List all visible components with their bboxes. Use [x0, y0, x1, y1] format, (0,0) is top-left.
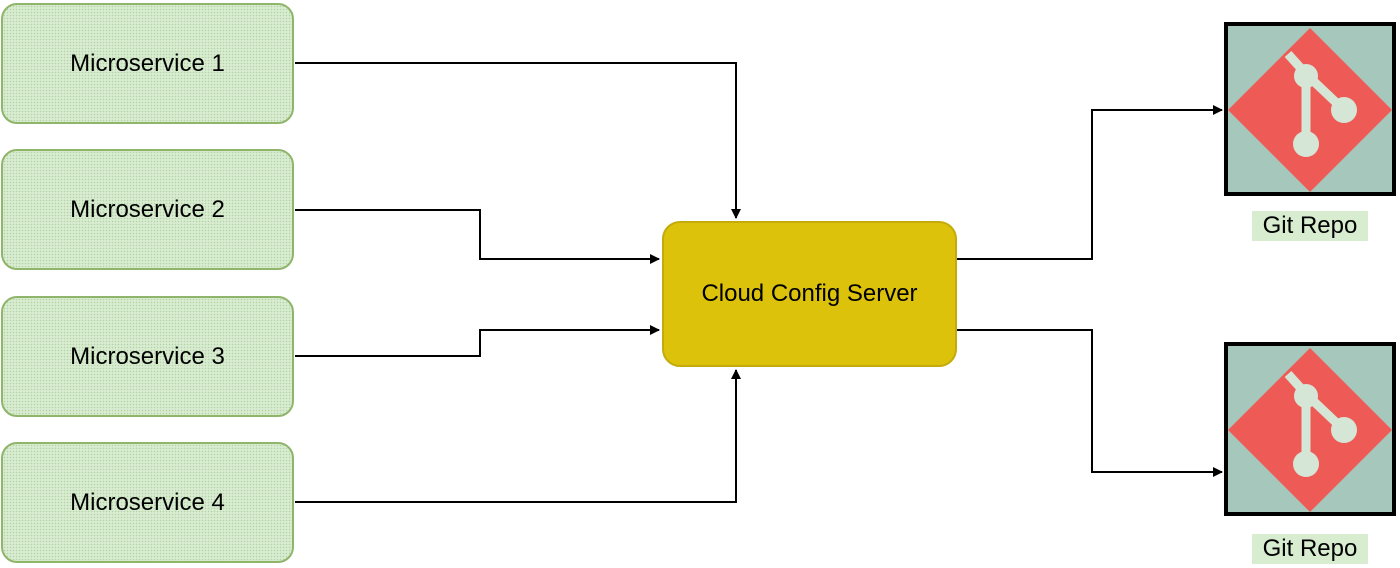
connector-server-to-repo-2 — [957, 329, 1223, 477]
git-repo-2-label: Git Repo — [1252, 534, 1368, 564]
microservice-4-label: Microservice 4 — [70, 488, 225, 516]
git-repo-1-node[interactable] — [1224, 22, 1396, 196]
microservice-1-label: Microservice 1 — [70, 49, 225, 77]
microservice-2-label: Microservice 2 — [70, 195, 225, 223]
connector-ms4-to-server — [295, 369, 741, 503]
microservice-2-node[interactable]: Microservice 2 — [1, 149, 294, 270]
git-repo-1-label: Git Repo — [1252, 211, 1368, 241]
git-logo-icon — [1228, 348, 1392, 512]
connector-ms1-to-server — [295, 62, 741, 219]
cloud-config-server-label: Cloud Config Server — [701, 280, 918, 307]
git-logo-icon — [1228, 28, 1392, 192]
connector-ms2-to-server — [295, 209, 660, 264]
microservice-4-node[interactable]: Microservice 4 — [1, 442, 294, 563]
git-repo-2-node[interactable] — [1224, 342, 1396, 516]
connector-ms3-to-server — [295, 325, 660, 357]
cloud-config-server-node[interactable]: Cloud Config Server — [662, 221, 957, 367]
microservice-3-label: Microservice 3 — [70, 342, 225, 370]
microservice-3-node[interactable]: Microservice 3 — [1, 296, 294, 417]
microservice-1-node[interactable]: Microservice 1 — [1, 3, 294, 124]
connector-server-to-repo-1 — [957, 105, 1223, 260]
